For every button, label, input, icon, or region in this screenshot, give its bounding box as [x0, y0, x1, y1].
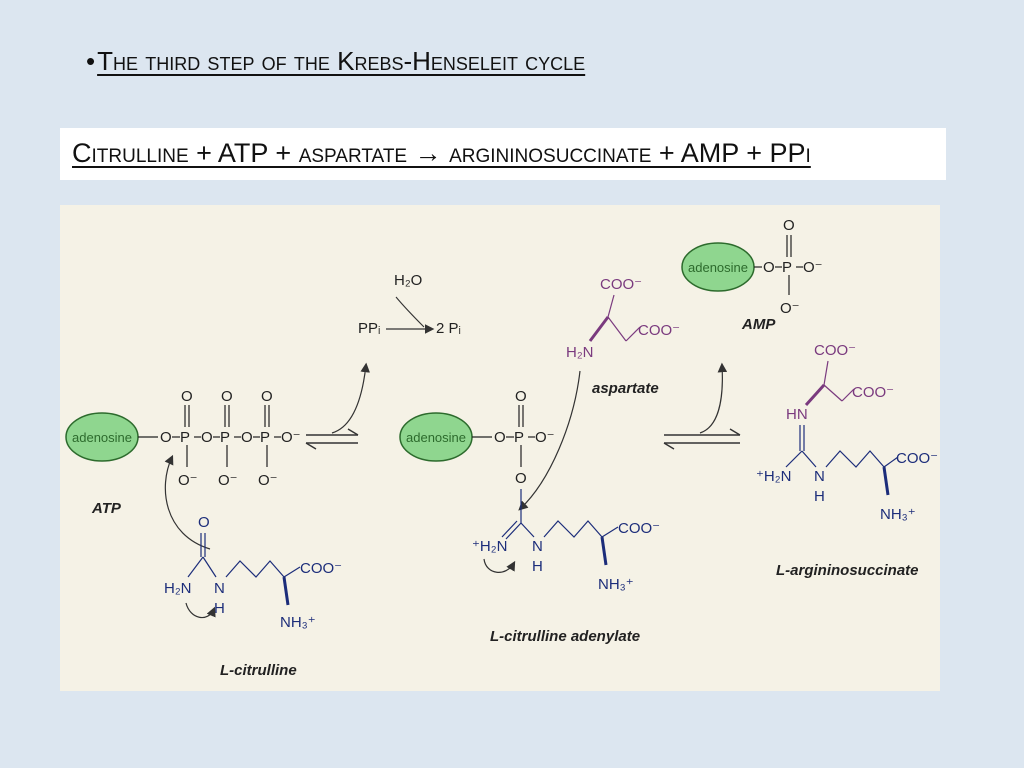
citrulline-attack-arrow	[164, 454, 211, 550]
citrulline-adenylate-molecule: adenosine O P O O⁻ O ⁺H₂N N H COO⁻ NH₃⁺	[399, 388, 660, 645]
adenylate-adenosine-text: adenosine	[406, 430, 466, 445]
atp-ester-oxygen: O	[160, 429, 172, 446]
two-pi-label: 2 Pᵢ	[436, 320, 461, 337]
argsucc-nh: H	[814, 488, 825, 505]
water-label: H₂O	[394, 272, 422, 289]
adenylate-bridge-oxygen: O	[515, 470, 527, 487]
adenylate-nh: H	[532, 558, 543, 575]
ppi-label: PPᵢ	[358, 320, 380, 337]
adenylate-h2n-plus: ⁺H₂N	[472, 538, 507, 555]
argsucc-coo-1: COO⁻	[814, 342, 856, 359]
ppi-release-arrow	[331, 362, 370, 434]
atp-phosphate-beta: P	[220, 429, 230, 446]
amp-o-minus-1: O⁻	[803, 259, 823, 276]
adenylate-o-minus: O⁻	[535, 429, 555, 446]
aspartate-attack-arrow	[518, 370, 581, 511]
citrulline-n: N	[214, 580, 225, 597]
citrulline-carbonyl-oxygen: O	[198, 514, 210, 531]
atp-molecule: adenosine O P O O⁻ O P O O⁻ O P	[65, 388, 301, 517]
citrulline-lone-pair-arrow	[185, 602, 216, 619]
amp-molecule: adenosine O P O O⁻ O⁻ AMP	[681, 217, 823, 333]
atp-bridge-oxygen-1: O	[201, 429, 213, 446]
amp-o-minus-2: O⁻	[780, 300, 800, 317]
equilibrium-arrow-1	[305, 362, 370, 450]
atp-phosphate-alpha: P	[180, 429, 190, 446]
amp-ester-oxygen: O	[763, 259, 775, 276]
atp-phosphate-gamma: P	[260, 429, 270, 446]
citrulline-nh3: NH₃⁺	[280, 614, 316, 631]
atp-bridge-oxygen-2: O	[241, 429, 253, 446]
aspartate-molecule: COO⁻ H₂N COO⁻ aspartate	[518, 276, 680, 511]
argsucc-coo-3: COO⁻	[896, 450, 938, 467]
slide-title: •The third step of the Krebs-Henseleit c…	[86, 46, 585, 77]
amp-phosphoryl-oxygen: O	[783, 217, 795, 234]
argininosuccinate-label: L-argininosuccinate	[776, 562, 919, 579]
atp-gamma-oxygen: O	[261, 388, 273, 405]
amp-adenosine-text: adenosine	[688, 260, 748, 275]
atp-adenosine-text: adenosine	[72, 430, 132, 445]
atp-beta-oxygen: O	[221, 388, 233, 405]
citrulline-molecule: O H₂N N H COO⁻ NH₃⁺ L-citrulline	[164, 454, 342, 679]
adenylate-ester-oxygen: O	[494, 429, 506, 446]
amp-label: AMP	[741, 316, 776, 333]
atp-gamma-o-minus: O⁻	[258, 472, 278, 489]
adenylate-nh3: NH₃⁺	[598, 576, 634, 593]
adenylate-phosphate: P	[514, 429, 524, 446]
ppi-hydrolysis: H₂O PPᵢ 2 Pᵢ	[358, 272, 461, 337]
bullet-marker: •	[86, 46, 96, 76]
atp-beta-o-minus: O⁻	[218, 472, 238, 489]
citrulline-nh: H	[214, 600, 225, 617]
aspartate-label: aspartate	[592, 380, 659, 397]
atp-label: ATP	[91, 500, 122, 517]
citrulline-amide-h2n: H₂N	[164, 580, 192, 597]
adenylate-label: L-citrulline adenylate	[490, 628, 640, 645]
argsucc-h2n-plus: ⁺H₂N	[756, 468, 791, 485]
argsucc-nh3: NH₃⁺	[880, 506, 916, 523]
atp-terminal-o-minus: O⁻	[281, 429, 301, 446]
slide-title-text: The third step of the Krebs-Henseleit cy…	[97, 46, 586, 76]
adenylate-lone-pair-arrow	[483, 558, 516, 573]
adenylate-n: N	[532, 538, 543, 555]
citrulline-label: L-citrulline	[220, 662, 297, 679]
equation-box: Citrulline + ATP + aspartate → argininos…	[60, 128, 946, 180]
aspartate-coo-1: COO⁻	[600, 276, 642, 293]
reaction-equation: Citrulline + ATP + aspartate → argininos…	[72, 138, 811, 168]
atp-alpha-o-minus: O⁻	[178, 472, 198, 489]
amp-phosphate: P	[782, 259, 792, 276]
atp-alpha-oxygen: O	[181, 388, 193, 405]
argsucc-hn: HN	[786, 406, 808, 423]
adenylate-phosphoryl-oxygen: O	[515, 388, 527, 405]
reaction-diagram-svg: adenosine O P O O⁻ O P O O⁻ O P	[65, 217, 938, 679]
reaction-diagram: adenosine O P O O⁻ O P O O⁻ O P	[60, 205, 940, 691]
argsucc-n: N	[814, 468, 825, 485]
argininosuccinate-molecule: COO⁻ COO⁻ HN ⁺H₂N N H COO⁻ NH₃⁺ L-argini…	[756, 342, 938, 579]
amp-release-arrow	[699, 362, 728, 434]
aspartate-coo-2: COO⁻	[638, 322, 680, 339]
citrulline-coo: COO⁻	[300, 560, 342, 577]
adenylate-coo: COO⁻	[618, 520, 660, 537]
equilibrium-arrow-2	[663, 362, 741, 450]
argsucc-coo-2: COO⁻	[852, 384, 894, 401]
aspartate-h2n: H₂N	[566, 344, 594, 361]
